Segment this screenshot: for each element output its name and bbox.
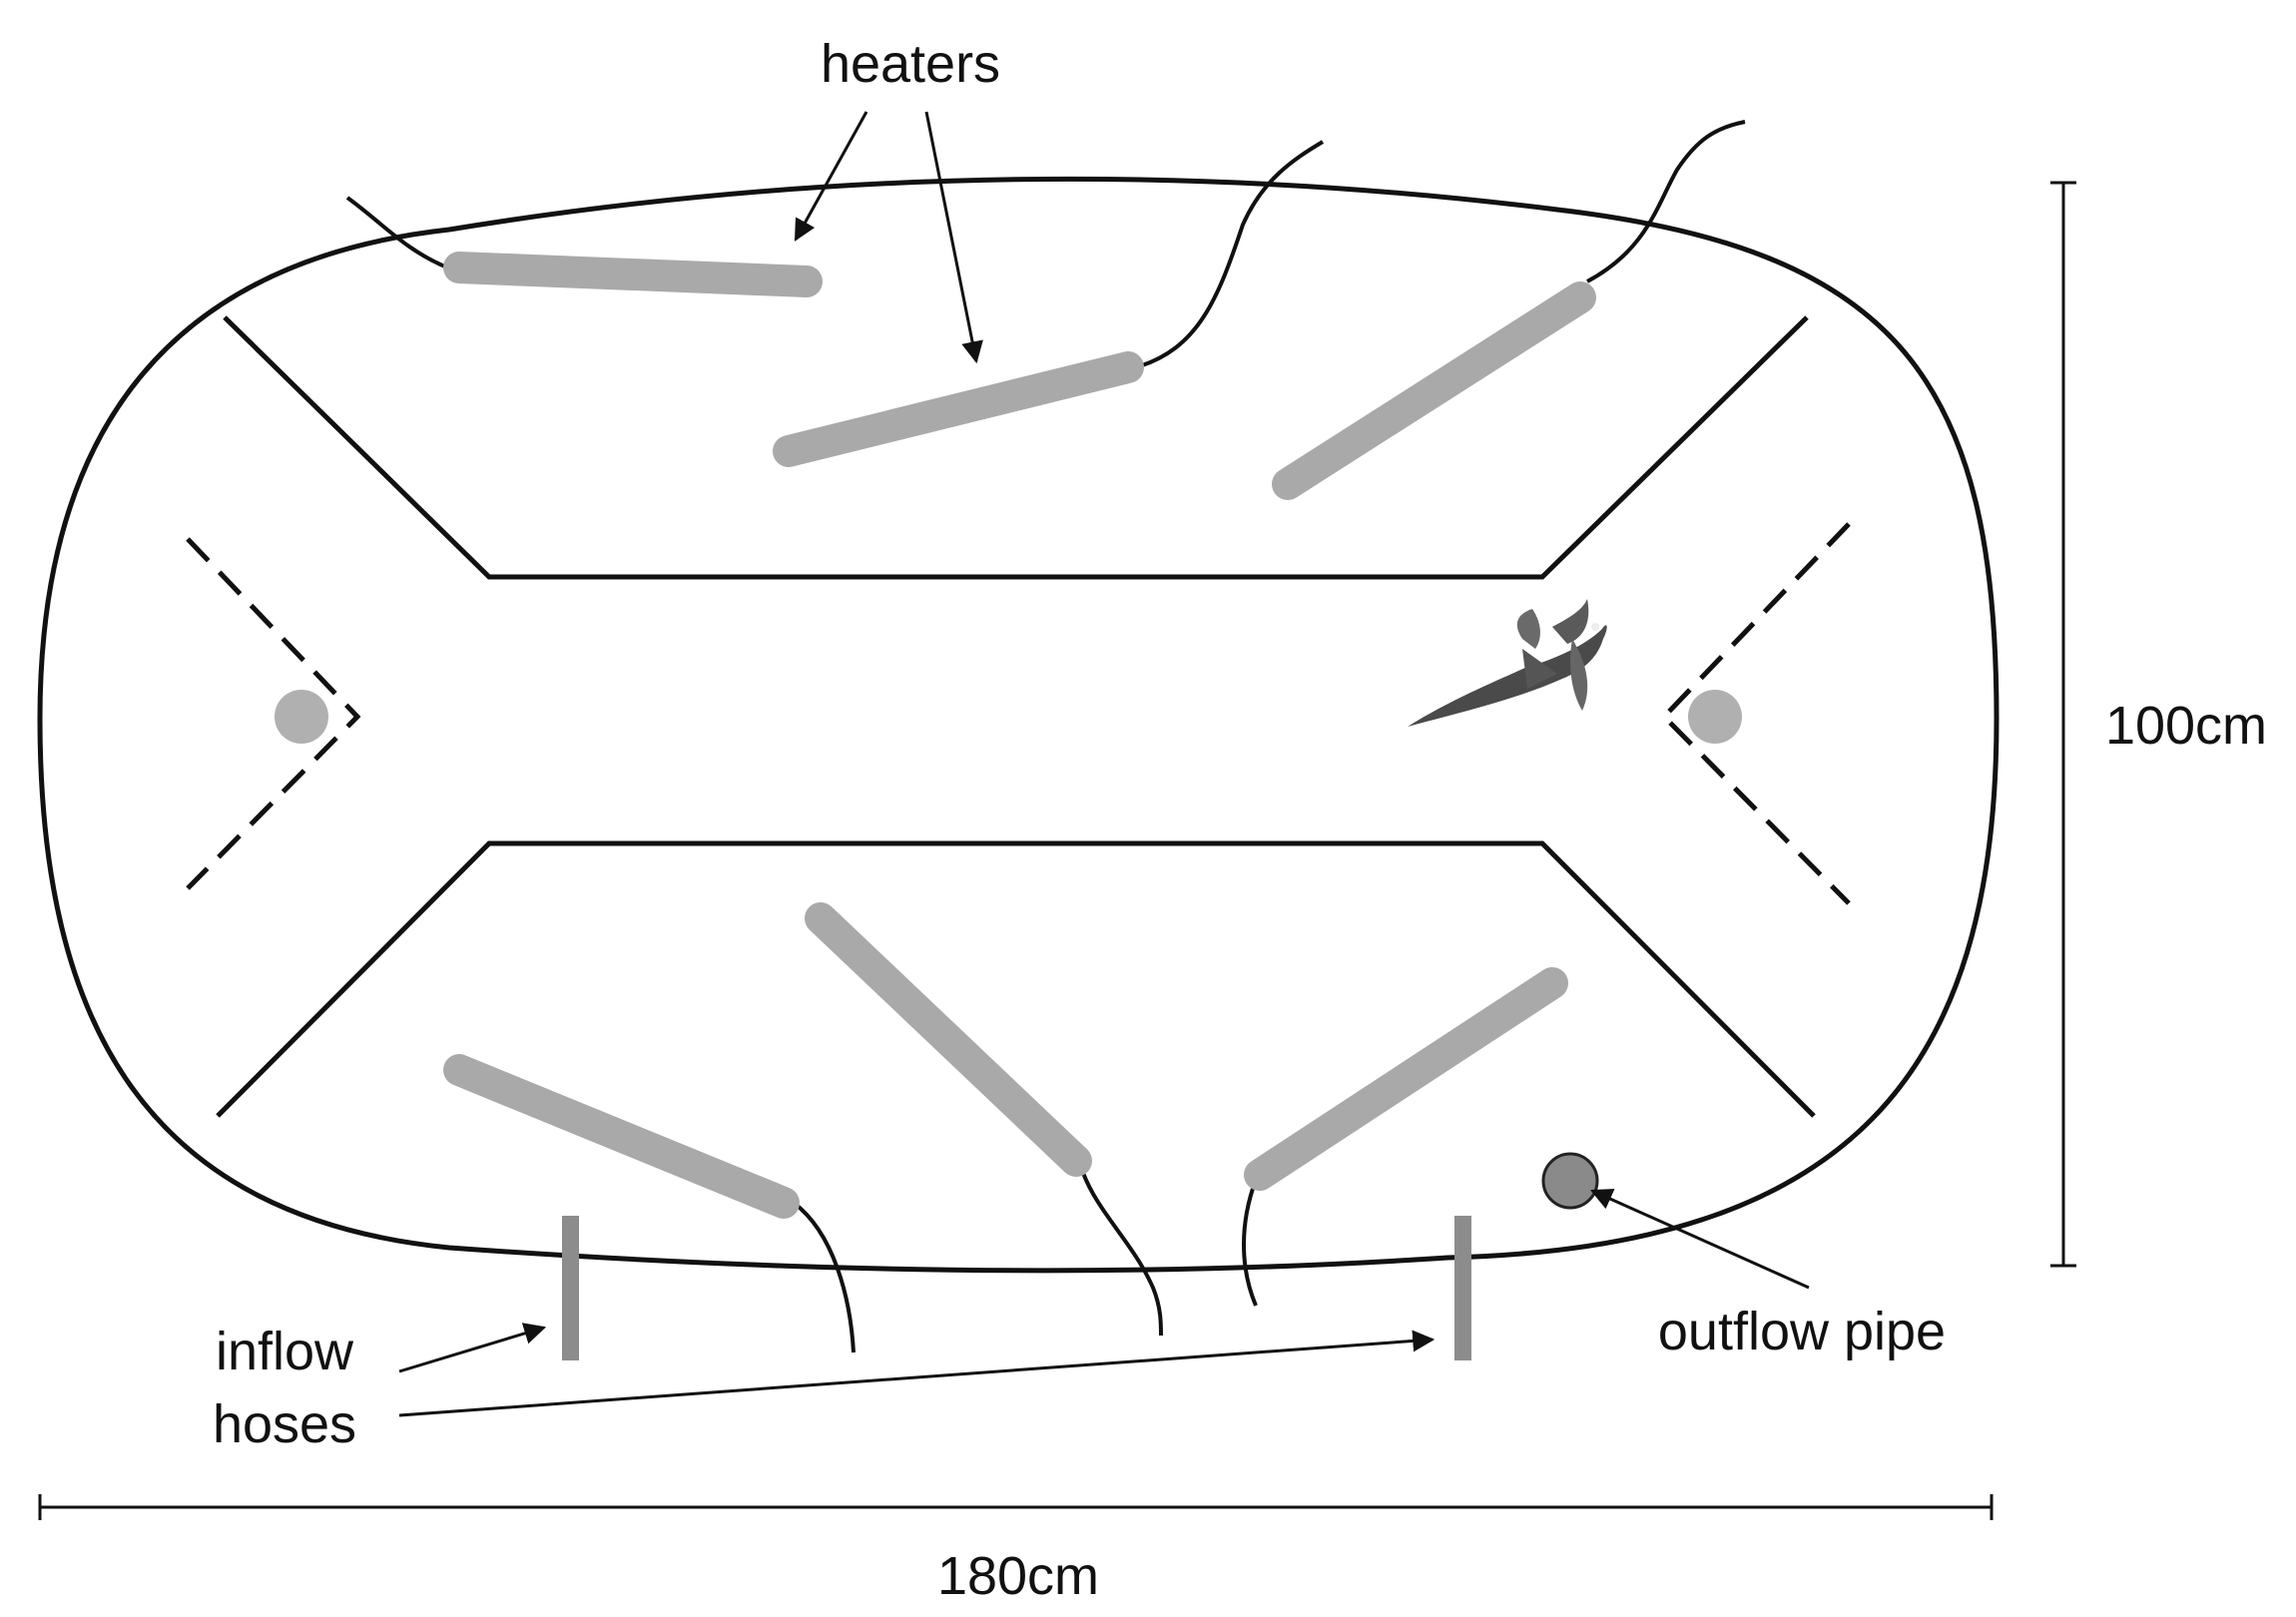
inflow-arrow-right [398,1330,1435,1417]
outflow-pipe [1541,1152,1599,1210]
height-dimension [2050,181,2076,1268]
inflow-label-line1: inflow [216,1322,354,1381]
inflow-hose-left [562,1216,579,1360]
heater [443,252,823,297]
outflow-arrow [1589,1189,1810,1290]
inflow-hose-right [1454,1216,1471,1360]
lower-divider-wall [216,840,1816,1118]
heaters-label: heaters [821,34,1000,94]
right-drain-dot [1688,690,1742,744]
heater-cable [1081,1172,1163,1337]
heaters-arrow-left [794,111,868,242]
left-dashed-barrier [186,537,361,890]
heater-cables [345,120,1746,1353]
left-drain-dot [275,690,328,744]
height-label: 100cm [2105,696,2267,756]
heaters-arrow-right [924,111,983,364]
heater-cable [1586,120,1746,283]
right-dashed-barrier [1660,522,1851,905]
upper-divider-wall [223,315,1809,580]
inflow-arrow-left [398,1323,547,1373]
heater-cable [792,1201,856,1353]
heater [773,351,1144,467]
width-dimension [38,1494,1994,1520]
heater [1272,281,1596,500]
heaters [443,252,1596,1219]
outflow-label: outflow pipe [1658,1302,1946,1361]
heater [1244,967,1568,1191]
width-label: 180cm [937,1546,1099,1606]
heater-cable [345,196,448,270]
inflow-label-line2: hoses [213,1394,356,1454]
heater [443,1054,800,1219]
fish-icon [1408,599,1607,727]
annotation-arrows [398,111,1810,1417]
heater-cable [1135,140,1325,369]
tank-outline [37,176,2000,1274]
heater-cable [1242,1179,1258,1307]
heater [805,902,1092,1177]
